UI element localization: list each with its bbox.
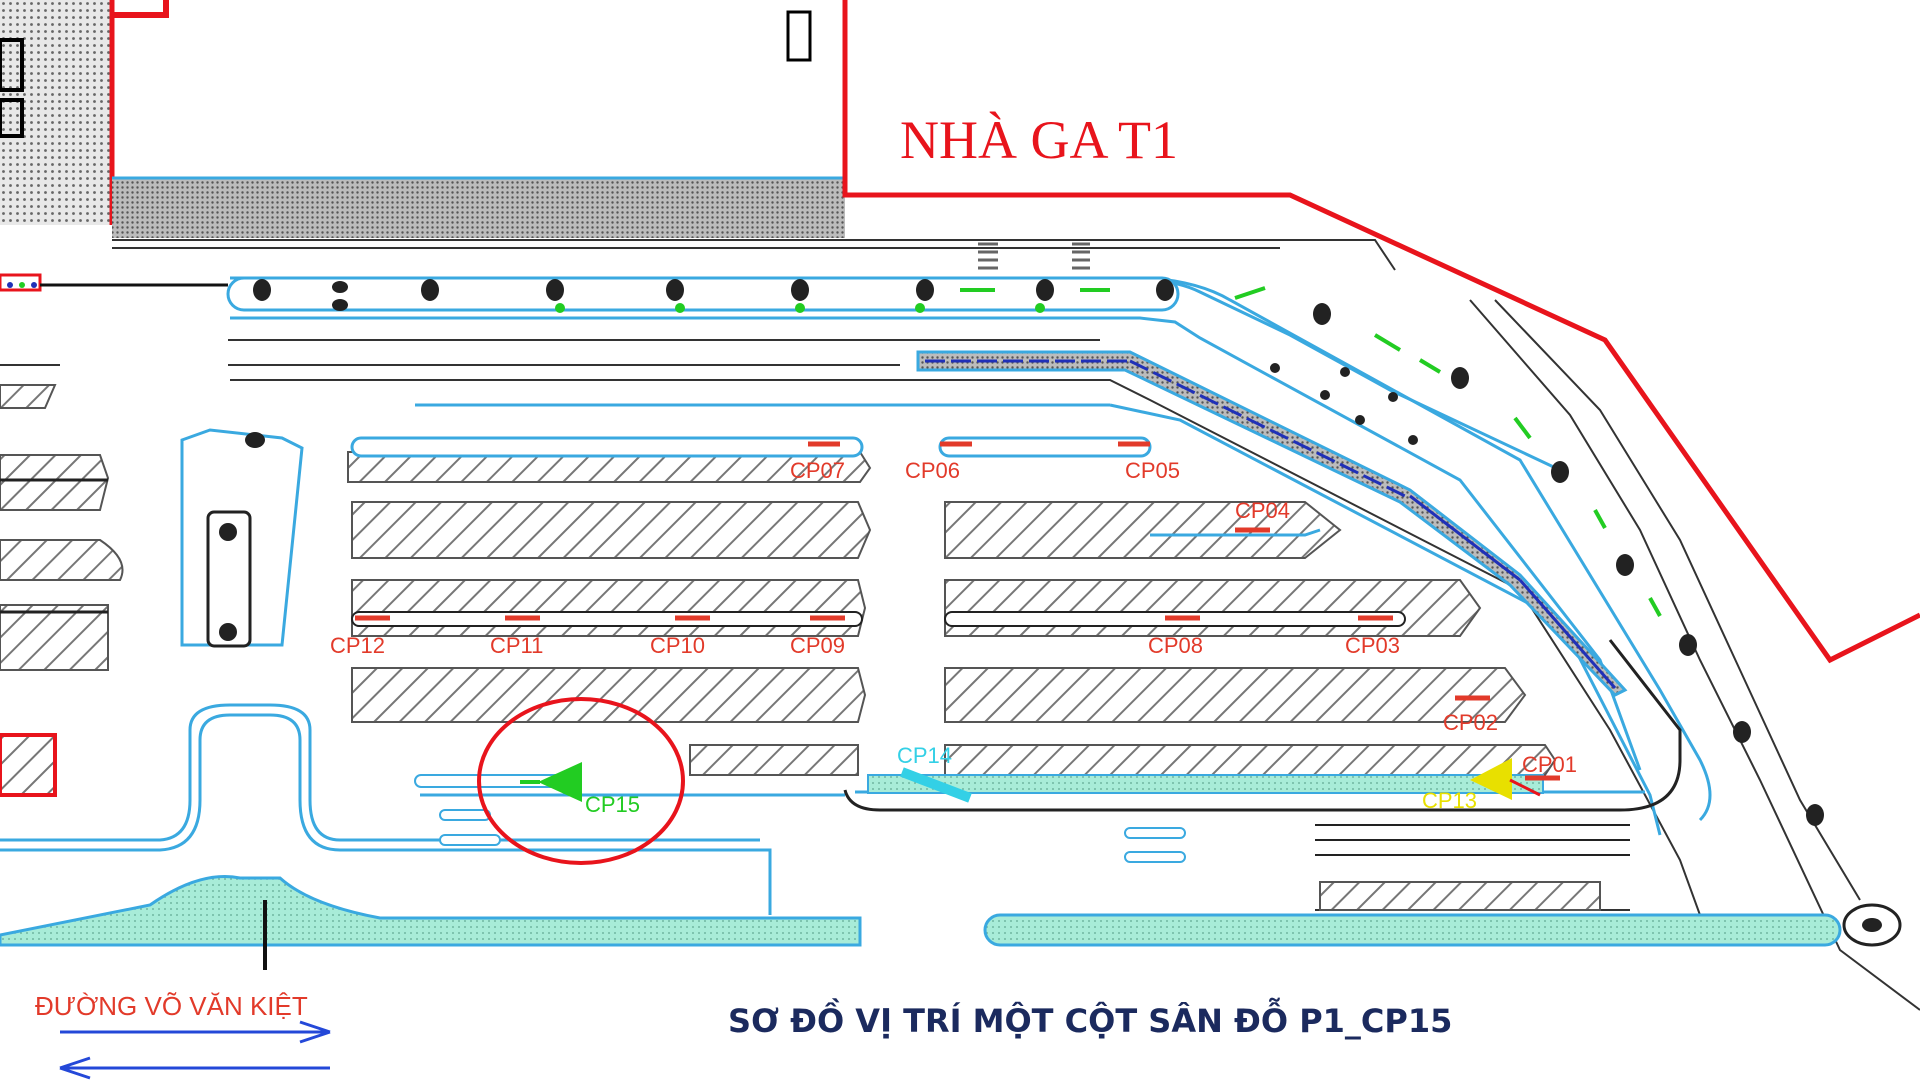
top-island xyxy=(226,242,1824,826)
small-bays xyxy=(414,774,1630,863)
stand-label-cp09: CP09 xyxy=(790,633,845,658)
stand-label-cp12: CP12 xyxy=(330,633,385,658)
stand-bars xyxy=(355,441,1560,781)
terminal-building xyxy=(0,0,845,238)
stand-label-cp06: CP06 xyxy=(905,458,960,483)
stand-label-cp01: CP01 xyxy=(1522,752,1577,777)
left-access-road xyxy=(0,273,228,292)
pole-markers-top xyxy=(253,279,1824,826)
stand-label-cp03: CP03 xyxy=(1345,633,1400,658)
parking-rows xyxy=(0,384,1601,911)
stand-label-cp11: CP11 xyxy=(490,633,543,658)
stand-label-cp07: CP07 xyxy=(790,458,845,483)
stand-label-cp08: CP08 xyxy=(1148,633,1203,658)
stand-label-cp02: CP02 xyxy=(1443,710,1498,735)
terminal-boundary xyxy=(842,0,1920,664)
crosswalks xyxy=(978,242,1090,270)
green-ticks xyxy=(555,286,1662,617)
stand-label-cp13: CP13 xyxy=(1422,788,1477,813)
stand-label-cp04: CP04 xyxy=(1235,498,1290,523)
map-caption: SƠ ĐỒ VỊ TRÍ MỘT CỘT SÂN ĐỖ P1_CP15 xyxy=(728,997,1452,1040)
road-label: ĐƯỜNG VÕ VĂN KIỆT xyxy=(35,991,308,1021)
triangle-marker-icon xyxy=(520,758,1541,803)
arrow-right-icon xyxy=(60,1020,331,1044)
stand-label-cp05: CP05 xyxy=(1125,458,1180,483)
service-lane xyxy=(843,639,1682,812)
diagonal-median xyxy=(916,350,1628,697)
terminal-label: NHÀ GA T1 xyxy=(900,110,1178,170)
left-island xyxy=(180,428,304,648)
stand-labels: CP07 CP06 CP05 CP04 CP12 CP11 CP10 CP09 … xyxy=(330,458,1577,817)
stand-label-cp14: CP14 xyxy=(897,743,952,768)
stand-label-cp15: CP15 xyxy=(585,792,640,817)
arrow-left-icon xyxy=(59,1056,330,1080)
grass-strips xyxy=(0,774,1902,970)
stand-label-cp10: CP10 xyxy=(650,633,705,658)
highlight-circle xyxy=(477,697,685,865)
